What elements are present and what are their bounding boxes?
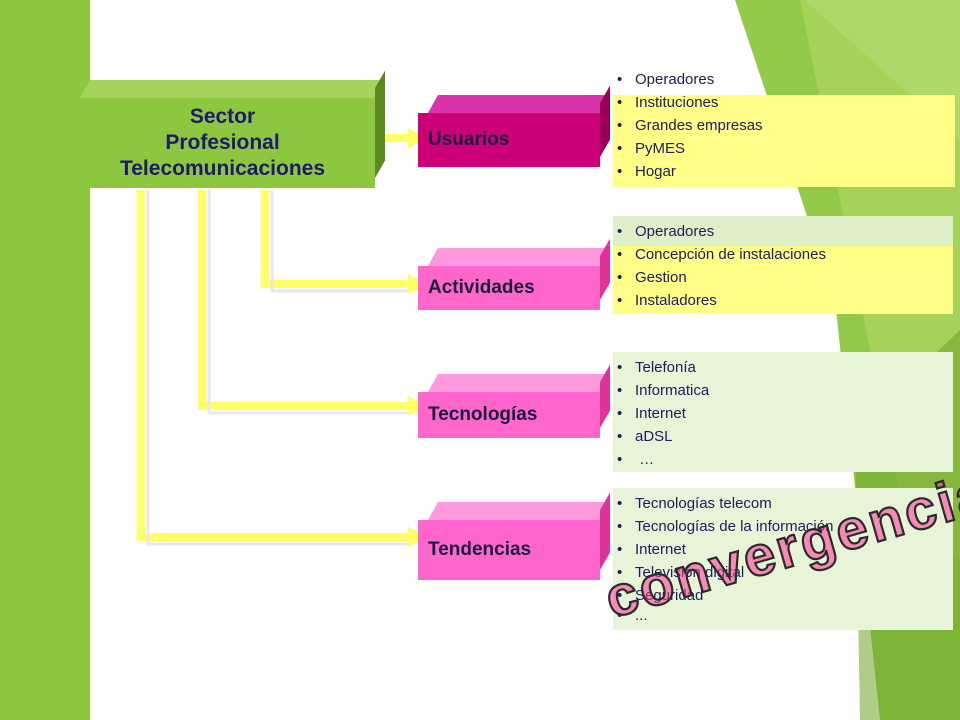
list-item: Operadores — [613, 220, 826, 243]
branch-label-usuarios: Usuarios — [428, 129, 510, 150]
list-item: Televisión digital — [613, 561, 833, 584]
branch-label-tendencias: Tendencias — [428, 539, 532, 560]
branch-label-tecnologias: Tecnologías — [428, 404, 538, 425]
list-item: Internet — [613, 402, 709, 425]
list-item: … — [613, 448, 709, 471]
list-item: Seguridad — [613, 584, 833, 607]
items-list-actividades: Operadores Concepción de instalaciones G… — [613, 220, 826, 312]
items-list-usuarios: Operadores Instituciones Grandes empresa… — [613, 68, 763, 183]
connector-tecnologias — [198, 190, 410, 410]
branch-box-tendencias: Tendencias — [418, 492, 610, 580]
sector-title-line2: Profesional — [165, 131, 280, 154]
list-item: ... — [613, 607, 833, 625]
list-item: PyMES — [613, 137, 763, 160]
list-item: Grandes empresas — [613, 114, 763, 137]
branch-box-usuarios: Usuarios — [418, 85, 610, 167]
branch-box-actividades: Actividades — [418, 238, 610, 310]
list-item: Telefonía — [613, 356, 709, 379]
connector-actividades — [261, 190, 410, 288]
items-list-tecnologias: Telefonía Informatica Internet aDSL … — [613, 356, 709, 471]
list-item: Tecnologías telecom — [613, 492, 833, 515]
list-item: Hogar — [613, 160, 763, 183]
branch-label-actividades: Actividades — [428, 277, 535, 298]
list-item: Internet — [613, 538, 833, 561]
items-list-tendencias: Tecnologías telecom Tecnologías de la in… — [613, 492, 833, 625]
list-item: Tecnologías de la información — [613, 515, 833, 538]
list-item: aDSL — [613, 425, 709, 448]
sector-box: Sector Profesional Telecomunicaciones — [70, 70, 385, 188]
list-item: Gestion — [613, 266, 826, 289]
list-item: Concepción de instalaciones — [613, 243, 826, 266]
list-item: Operadores — [613, 68, 763, 91]
list-item: Informatica — [613, 379, 709, 402]
sector-title-line1: Sector — [189, 105, 256, 128]
connector-tendencias — [137, 190, 410, 541]
list-item: Instituciones — [613, 91, 763, 114]
convergencia-word: convergencia — [598, 460, 960, 630]
left-green-bar — [0, 0, 90, 720]
sector-title: Sector Profesional Telecomunicaciones — [70, 98, 375, 188]
list-item: Instaladores — [613, 289, 826, 312]
sector-title-line3: Telecomunicaciones — [119, 157, 326, 180]
branch-box-tecnologias: Tecnologías — [418, 364, 610, 438]
